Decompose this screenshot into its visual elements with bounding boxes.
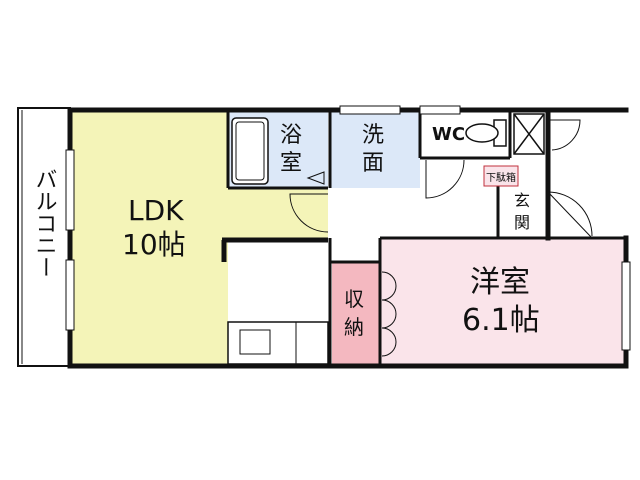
western-size-label: 6.1帖: [462, 303, 540, 338]
wc-label: WC: [432, 124, 465, 145]
wash-label-1: 洗: [362, 123, 384, 148]
entrance-label-2: 関: [514, 213, 530, 232]
bathtub: [231, 117, 269, 185]
wash-label-2: 面: [362, 151, 384, 176]
door-swings: [289, 119, 593, 357]
balcony-area: [17, 107, 71, 367]
ldk-label: LDK: [128, 194, 184, 227]
pipe-shaft: [513, 113, 545, 155]
bath-drain-mark: [306, 171, 325, 185]
ldk-wall-stub: [221, 237, 328, 262]
bathtub-inner: [235, 121, 265, 181]
kitchen-sink: [239, 329, 271, 355]
storage-label-2: 納: [344, 315, 364, 339]
western-label: 洋室: [470, 265, 530, 300]
shoebox-area: [483, 165, 519, 187]
toilet: [465, 119, 507, 147]
western-fill: [380, 238, 626, 366]
bath-label-2: 室: [280, 151, 302, 176]
ldk-size-label: 10帖: [122, 228, 186, 261]
shoebox-label: 下駄箱: [486, 171, 516, 184]
kitchen-counter: [227, 321, 329, 365]
wash-fill: [330, 110, 420, 188]
windows: [65, 105, 631, 351]
storage-label-1: 収: [344, 287, 364, 311]
entrance-label-1: 玄: [514, 191, 530, 210]
bath-label-1: 浴: [280, 123, 302, 148]
interior-walls: [226, 110, 626, 366]
ldk-fill: [70, 110, 328, 366]
balcony-label: バルコニー: [32, 168, 57, 278]
storage-fill: [332, 262, 380, 366]
